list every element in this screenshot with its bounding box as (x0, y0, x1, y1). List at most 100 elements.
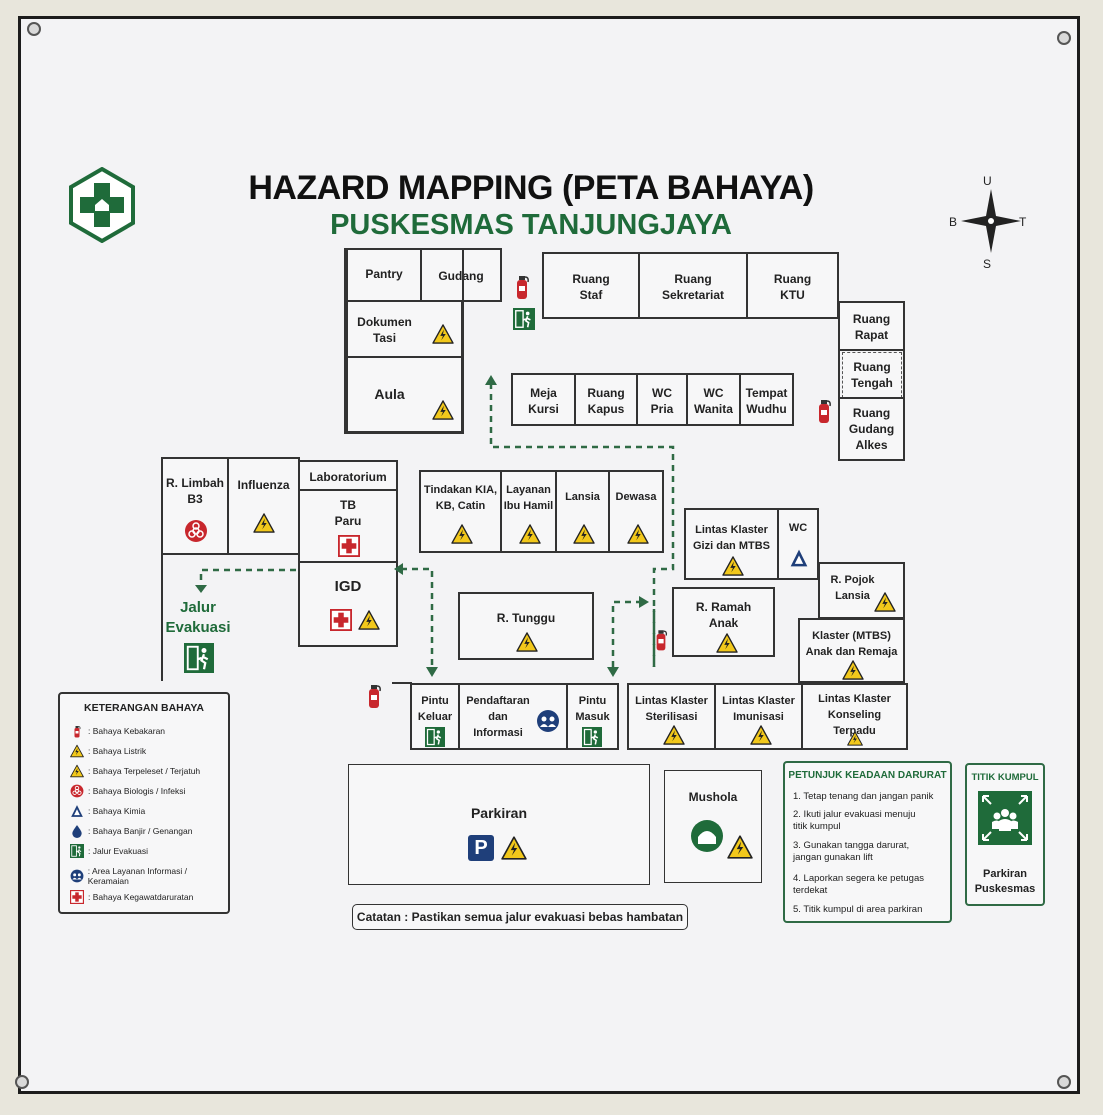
legend-item: : Area Layanan Informasi / Keramaian (70, 866, 228, 886)
slip-hazard-icon (516, 632, 538, 652)
legend-title: KETERANGAN BAHAYA (84, 702, 204, 714)
emergency-instructions-box: PETUNJUK KEADAAN DARURAT 1. Tetap tenang… (783, 761, 952, 923)
legend-item: : Bahaya Listrik (70, 744, 146, 758)
note-text: Catatan : Pastikan semua jalur evakuasi … (356, 910, 684, 924)
slip-hazard-icon (716, 633, 738, 653)
slip-hazard-icon (874, 592, 896, 612)
room-lintas-klaster-sterilisasi: Lintas Klaster Sterilisasi (627, 683, 716, 750)
room-ruang-gudang-alkes: Ruang Gudang Alkes (838, 397, 905, 461)
biohazard-icon (184, 519, 208, 543)
crowd-area-icon (70, 869, 84, 883)
medical-emergency-icon (338, 535, 360, 557)
room-ruang-sekretariat: Ruang Sekretariat (638, 252, 748, 319)
electric-hazard-icon (358, 610, 380, 630)
compass-south-label: S (983, 257, 992, 271)
room-r-tunggu: R. Tunggu (458, 592, 594, 660)
grommet (27, 22, 41, 36)
compass: U S B T (943, 171, 1039, 271)
room-pendaftaran: Pendaftaran dan Informasi (458, 683, 568, 750)
room-lansia: Lansia (555, 470, 610, 553)
puskesmas-logo-icon (69, 167, 135, 243)
legend-item: : Bahaya Banjir / Genangan (70, 824, 192, 838)
emergency-step: 3. Gunakan tangga darurat, jangan gunaka… (793, 840, 910, 863)
emergency-exit-icon (513, 308, 535, 330)
legend-box: KETERANGAN BAHAYA : Bahaya Kebakaran : B… (58, 692, 230, 914)
room-lintas-klaster-konseling: Lintas Klaster Konseling Terpadu (801, 683, 908, 750)
room-r-pojok-lansia: R. Pojok Lansia (818, 562, 905, 619)
note-box: Catatan : Pastikan semua jalur evakuasi … (352, 904, 688, 930)
electric-hazard-icon (501, 836, 527, 860)
evacuation-arrow-icon (607, 667, 619, 677)
slip-hazard-icon (70, 764, 84, 778)
compass-east-label: T (1019, 215, 1027, 229)
room-klaster-mtbs: Klaster (MTBS) Anak dan Remaja (798, 618, 905, 683)
room-r-ramah-anak: R. Ramah Anak (672, 587, 775, 657)
medical-emergency-icon (70, 890, 84, 904)
emergency-step: 5. Titik kumpul di area parkiran (793, 904, 923, 915)
legend-item: : Bahaya Kegawatdaruratan (70, 890, 193, 904)
slip-hazard-icon (627, 524, 649, 544)
legend-item: : Jalur Evakuasi (70, 844, 148, 858)
flood-hazard-icon (72, 825, 82, 838)
room-tb-paru: TB Paru (298, 489, 398, 563)
slip-hazard-icon (722, 556, 744, 576)
room-lintas-klaster-gizi: Lintas Klaster Gizi dan MTBS (684, 508, 779, 580)
entrance-wall (392, 682, 412, 684)
slip-hazard-icon (842, 660, 864, 680)
evacuation-route-icon (184, 643, 214, 673)
room-ruang-tengah: Ruang Tengah (842, 352, 902, 398)
hazard-map-poster: HAZARD MAPPING (PETA BAHAYA) PUSKESMAS T… (15, 16, 1080, 1094)
room-mushola: Mushola (664, 770, 762, 883)
legend-item: : Bahaya Biologis / Infeksi (70, 784, 185, 798)
room-ruang-ktu: Ruang KTU (746, 252, 839, 319)
assembly-label: Parkiran Puskesmas (974, 868, 1036, 895)
legend-item: : Bahaya Kimia (70, 804, 145, 818)
room-wc: WC (777, 508, 819, 580)
jalur-evakuasi-label: Jalur Evakuasi (165, 599, 231, 636)
evacuation-arrow-icon (426, 667, 438, 677)
slip-hazard-icon (573, 524, 595, 544)
electric-hazard-icon (432, 324, 454, 344)
room-pintu-masuk: Pintu Masuk (566, 683, 619, 750)
fire-extinguisher-icon (818, 399, 832, 424)
page-title: HAZARD MAPPING (PETA BAHAYA) (248, 169, 814, 207)
chemical-hazard-icon (71, 805, 83, 817)
mosque-icon (691, 820, 723, 852)
room-dewasa: Dewasa (608, 470, 664, 553)
room-aula: Aula (346, 356, 463, 433)
fire-extinguisher-icon (655, 629, 668, 652)
emergency-exit-icon (582, 727, 602, 747)
room-r-limbah-b3: R. Limbah B3 (161, 457, 229, 555)
emergency-title: PETUNJUK KEADAAN DARURAT (788, 770, 947, 781)
fire-extinguisher-icon (516, 275, 530, 300)
biohazard-icon (70, 784, 84, 798)
compass-north-label: U (983, 174, 992, 188)
room-pantry: Pantry (346, 248, 422, 302)
grommet (1057, 31, 1071, 45)
room-igd: IGD (298, 561, 398, 647)
page-subtitle: PUSKESMAS TANJUNGJAYA (330, 209, 732, 241)
slip-hazard-icon (663, 725, 685, 745)
room-ruang-staf: Ruang Staf (542, 252, 640, 319)
electric-hazard-icon (70, 744, 84, 758)
room-lintas-klaster-imunisasi: Lintas Klaster Imunisasi (714, 683, 803, 750)
evacuation-arrow-icon (195, 585, 207, 593)
legend-item: : Bahaya Terpeleset / Terjatuh (70, 764, 200, 778)
evacuation-route-line (199, 568, 296, 587)
room-laboratorium: Laboratorium (298, 460, 398, 491)
evacuation-route-line (401, 567, 434, 669)
slip-hazard-icon (253, 513, 275, 533)
room-meja-kursi: Meja Kursi (511, 373, 576, 426)
parking-icon: P (468, 835, 494, 861)
assembly-point-icon (978, 791, 1032, 845)
room-dokumen: Dokumen Tasi (346, 300, 463, 358)
slip-hazard-icon (519, 524, 541, 544)
room-tempat-wudhu: Tempat Wudhu (739, 373, 794, 426)
area-parkiran: Parkiran P (348, 764, 650, 885)
room-layanan-ibu-hamil: Layanan Ibu Hamil (500, 470, 557, 553)
assembly-point-box: TITIK KUMPUL Parkiran Puskesmas (965, 763, 1045, 906)
chemical-hazard-icon (790, 549, 808, 567)
evacuation-route-icon (70, 844, 84, 858)
room-influenza: Influenza (227, 457, 300, 555)
slip-hazard-icon (847, 731, 863, 746)
